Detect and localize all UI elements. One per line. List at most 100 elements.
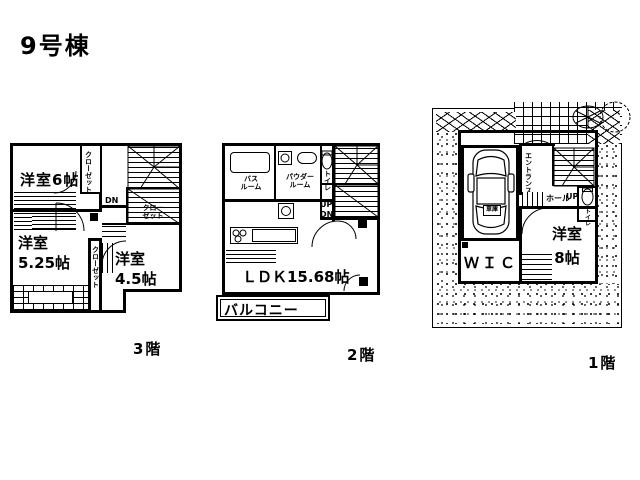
balcony-2f-label: バルコニー xyxy=(224,303,299,319)
shrub-icon-1f xyxy=(572,105,604,129)
wall-toilet-1f xyxy=(577,186,579,222)
closet-mid-3f-text-1: クロー xyxy=(142,204,164,212)
wall-inner-3f xyxy=(99,143,102,212)
door-arc-1f xyxy=(521,207,549,235)
stairs-down-2f-label: DN xyxy=(320,210,334,219)
toilet-bowl-2f xyxy=(321,150,333,170)
western-room-525-line2: 5.25帖 xyxy=(18,254,71,272)
wall-inner-3f xyxy=(99,238,102,313)
wall-inner-3f xyxy=(88,238,91,313)
wall-inner-3f xyxy=(88,238,102,241)
wall-outer-3f xyxy=(10,143,13,313)
kitchen-sink-2f xyxy=(252,229,296,242)
western-room-8-line2: 8帖 xyxy=(554,249,580,267)
wall-inner-2f xyxy=(274,143,276,201)
wall-toilet-1f xyxy=(577,220,596,222)
wall-garage-1f xyxy=(461,145,519,148)
window-hatch-3f xyxy=(14,191,76,209)
stairs-up-1f-label: UP xyxy=(566,192,579,201)
wall-garage-1f xyxy=(461,238,519,241)
closet-mid-3f-label: クロー ゼット xyxy=(130,204,176,220)
wall-outer-3f xyxy=(10,310,126,313)
basin-lower-2f-mark xyxy=(281,206,291,216)
tree-icon-1f xyxy=(599,101,631,133)
wall-entrance-1f xyxy=(552,144,554,186)
sink-basin-2f xyxy=(297,152,317,164)
staircase-2f-diagonal xyxy=(334,184,379,218)
window-hatch-1f xyxy=(522,250,552,280)
fixture-3f xyxy=(90,213,98,221)
door-arc-2f xyxy=(311,220,339,248)
window-hatch-3f xyxy=(32,215,76,229)
door-arc-3f xyxy=(53,170,77,194)
wall-outer-3f xyxy=(123,289,126,313)
wall-closet-3f xyxy=(80,146,82,194)
door-arc-3f xyxy=(101,240,127,266)
closet-top-3f xyxy=(80,146,100,194)
wall-inner-3f xyxy=(126,187,182,189)
staircase-1f-winder xyxy=(553,147,595,187)
window-hatch-2f xyxy=(226,247,276,263)
veranda-3f-inner xyxy=(28,291,73,304)
bath-tub-2f xyxy=(230,152,270,173)
page-title: 9号棟 xyxy=(20,32,91,60)
wall-inner-2f xyxy=(320,183,334,185)
hatch-3f xyxy=(102,225,126,237)
wall-inner-3f xyxy=(65,143,67,146)
floor-plan-1f: 車庫 ＷＩＣ エントランス ホール UP トイレ 洋室 8帖 xyxy=(432,100,631,328)
basin-lower-2f xyxy=(278,203,294,219)
powder-room-line2: ルーム xyxy=(289,180,311,189)
balcony-2f-inner xyxy=(220,299,326,317)
stair-down-3f-label: DN xyxy=(105,196,119,205)
wall-outer-2f xyxy=(222,292,380,295)
garage-label-1f: 車庫 xyxy=(483,205,502,216)
bath-room-line1: バス xyxy=(244,175,258,183)
wall-outer-1f xyxy=(458,130,461,284)
fixture-2f xyxy=(358,219,367,228)
wall-outer-3f xyxy=(10,143,182,146)
stairs-up-2f-label: UP xyxy=(320,200,333,209)
western-room-8-label-1f: 洋室 8帖 xyxy=(540,222,594,270)
wall-inner-2f xyxy=(320,143,322,219)
wall-outer-3f xyxy=(179,143,182,292)
staircase-3f-winder xyxy=(127,145,181,190)
floor-label-3f: 3階 xyxy=(133,340,163,358)
toilet-2f-label: トイレ xyxy=(323,170,332,191)
wall-inner-3f xyxy=(126,205,128,225)
bath-room-2f-label: バス ルーム xyxy=(233,175,269,191)
wall-garage-1f xyxy=(461,145,464,241)
car-icon xyxy=(467,149,515,235)
toilet-bowl-1f xyxy=(581,187,594,206)
approach-grid-1f xyxy=(514,102,622,144)
door-arc-2f xyxy=(343,274,361,292)
floor-label-1f: 1階 xyxy=(588,354,618,372)
wall-outer-2f xyxy=(222,143,380,146)
washer-2f-mark xyxy=(280,153,290,163)
wall-room8-1f xyxy=(519,206,596,209)
western-room-45-line1: 洋室 xyxy=(115,250,146,268)
western-room-45-label-3f: 洋室 4.5帖 xyxy=(115,249,157,289)
hatch-3f xyxy=(102,243,116,273)
wall-outer-2f xyxy=(377,143,380,295)
floor-plan-3f: クローゼット DN クロー ゼット クローゼット xyxy=(10,143,182,315)
wall-inner-2f xyxy=(320,217,378,220)
floor-plan-2f: バス ルーム パウダー ルーム トイレ UP DN xyxy=(216,143,380,323)
wall-entrance-1f xyxy=(519,145,522,195)
wall-garage-1f xyxy=(516,145,519,241)
wall-inner-3f xyxy=(126,187,128,209)
wall-outer-1f xyxy=(458,130,598,133)
powder-room-line1: パウダー xyxy=(286,173,314,181)
wall-outer-2f xyxy=(222,143,225,295)
wall-room8-1f xyxy=(519,208,522,282)
fixture-1f xyxy=(462,242,468,248)
gravel-border-1f xyxy=(436,282,620,324)
closet-left-3f-label: クローゼット xyxy=(91,246,100,288)
wall-closet-3f xyxy=(80,192,102,194)
western-room-6-label-3f: 洋室6帖 xyxy=(20,171,80,189)
hall-step-hatch-1f xyxy=(522,192,544,206)
entrance-label-1f: エントランス xyxy=(524,152,533,194)
ldk-label-2f: ＬＤＫ15.68帖 xyxy=(242,268,350,286)
western-room-525-line1: 洋室 xyxy=(18,234,49,252)
washer-2f xyxy=(278,151,292,165)
closet-top-3f-label: クローゼット xyxy=(84,151,93,193)
